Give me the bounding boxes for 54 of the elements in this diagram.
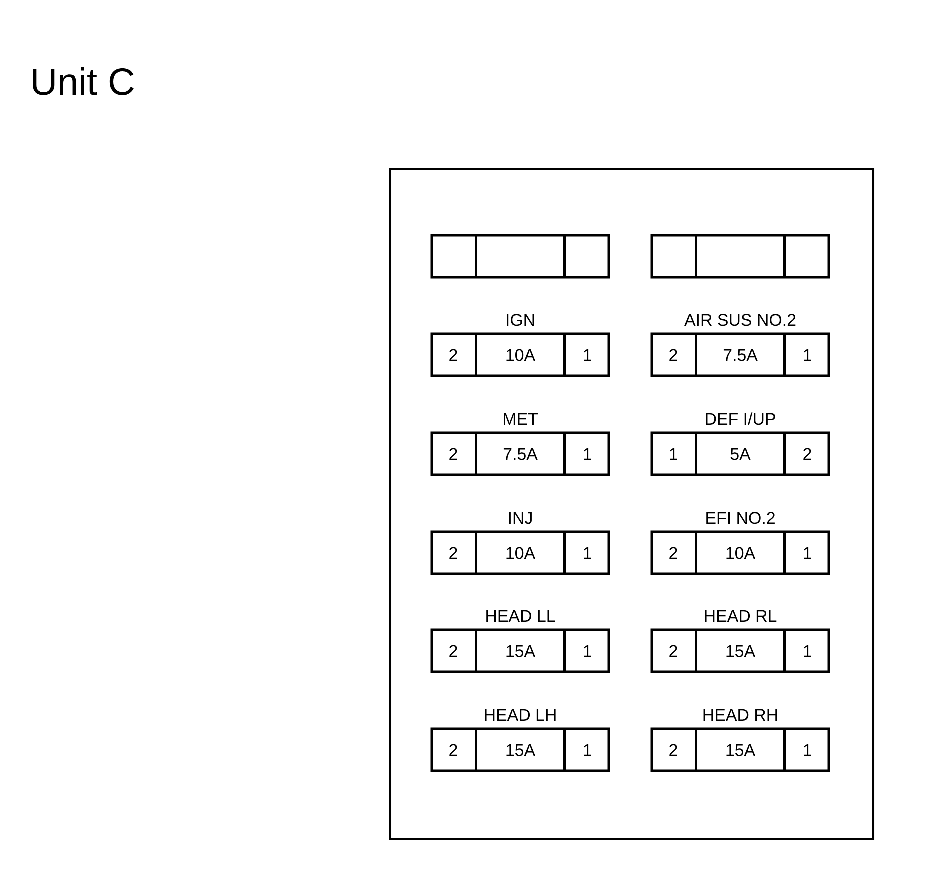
fuse-label: INJ (509, 512, 532, 524)
node-label: 10A (726, 547, 756, 560)
node-label: 2 (450, 744, 458, 756)
fuse: 2 7.5A 1 (650, 332, 830, 378)
fuse-label: AIR SUS NO.2 (684, 314, 796, 326)
node-label: 7.5A (504, 448, 538, 460)
fuse: 1 5A 2 (650, 432, 830, 476)
node-label: 15A (506, 645, 536, 658)
fuse-label: HEAD RH (704, 709, 778, 721)
node-label: 10A (506, 349, 536, 362)
node-label: 15A (506, 744, 536, 756)
node-label: 2 (670, 547, 678, 560)
node-label: 15A (726, 645, 756, 658)
fuse (430, 234, 610, 279)
node-label: 1 (804, 349, 812, 362)
fuse: 2 15A 1 (650, 628, 830, 674)
node-label: 1 (804, 547, 812, 560)
fuse (650, 234, 830, 279)
node-label: 2 (450, 645, 458, 658)
node-label: 1 (804, 645, 812, 658)
fuse: 2 15A 1 (650, 728, 830, 772)
node-label: 2 (450, 349, 458, 362)
fuse-label: HEAD RL (705, 610, 777, 622)
fuse: 2 10A 1 (430, 530, 610, 576)
fuse-label: HEAD LH (485, 709, 556, 721)
node-label: 1 (804, 744, 812, 756)
node-label: 2 (450, 448, 458, 460)
node-label: 2 (804, 448, 812, 460)
node-label: 10A (506, 547, 536, 560)
fuse-label: DEF I/UP (706, 412, 776, 426)
title: Unit C (33, 68, 134, 96)
fuse-label: HEAD LL (486, 610, 556, 622)
node-label: 1 (584, 744, 592, 756)
node-label: 2 (670, 744, 678, 756)
fuse: 2 15A 1 (430, 628, 610, 674)
node-label: 2 (450, 547, 458, 560)
fuse: 2 10A 1 (650, 530, 830, 576)
fuse: 2 7.5A 1 (430, 432, 610, 476)
node-label: 7.5A (724, 349, 758, 362)
fuse-label: IGN (507, 314, 534, 326)
node-label: 1 (584, 448, 592, 460)
node-label: 15A (726, 744, 756, 756)
fuse: 2 10A 1 (430, 332, 610, 378)
node-label: 1 (584, 645, 592, 658)
fuse-box (389, 168, 874, 840)
fuse-label: MET (504, 413, 538, 425)
node-label: 5A (730, 448, 751, 460)
fuse-label: EFI NO.2 (706, 512, 775, 524)
fuse: 2 15A 1 (430, 728, 610, 772)
node-label: 2 (670, 349, 678, 362)
node-label: 1 (584, 349, 592, 362)
node-label: 2 (670, 645, 678, 658)
node-label: 1 (670, 448, 678, 460)
node-label: 1 (584, 547, 592, 560)
